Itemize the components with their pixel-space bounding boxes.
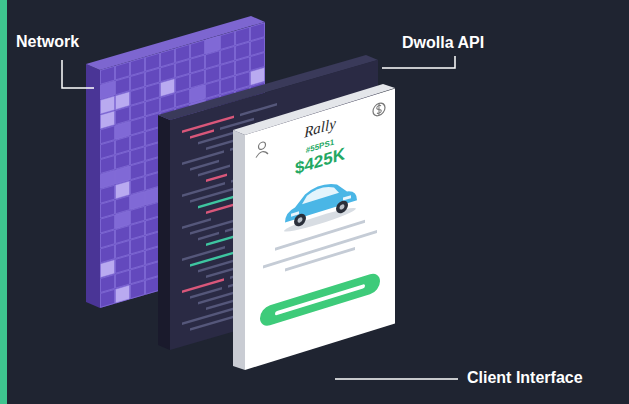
- accent-strip: [0, 0, 7, 404]
- leader-line: [382, 56, 455, 68]
- callout-label: Dwolla API: [402, 34, 484, 52]
- grid-cell: [146, 276, 160, 294]
- code-line: [182, 150, 224, 165]
- action-button: [260, 271, 380, 328]
- network-side: [86, 64, 100, 308]
- grid-cell: [116, 285, 130, 303]
- person-icon: [259, 141, 266, 150]
- dollar-icon: [377, 103, 382, 116]
- code-line: [182, 115, 234, 133]
- callout-label: Network: [16, 33, 79, 51]
- api-side: [158, 115, 170, 350]
- grid-cell: [131, 281, 145, 299]
- grid-cell: [101, 289, 115, 307]
- text-line: [275, 220, 365, 251]
- code-line: [182, 182, 225, 197]
- text-line: [263, 230, 377, 268]
- code-line: [182, 278, 224, 293]
- callout-label: Client Interface: [467, 369, 583, 387]
- person-icon: [256, 150, 268, 158]
- text-line: [285, 247, 355, 272]
- code-line: [240, 103, 277, 116]
- dollar-icon: [373, 102, 385, 118]
- code-line: [190, 129, 214, 138]
- code-line: [190, 219, 234, 234]
- code-line: [198, 232, 219, 241]
- leader-line: [335, 378, 458, 380]
- leader-line: [62, 60, 94, 88]
- card-side: [233, 130, 245, 370]
- asset-value: $425K: [245, 129, 395, 195]
- code-line: [182, 246, 225, 261]
- button-line: [275, 284, 365, 316]
- code-line: [206, 173, 227, 182]
- card-text-layer: Rally#55PS1$425K: [245, 89, 395, 370]
- client-card: [245, 89, 395, 371]
- card-face: [245, 89, 395, 371]
